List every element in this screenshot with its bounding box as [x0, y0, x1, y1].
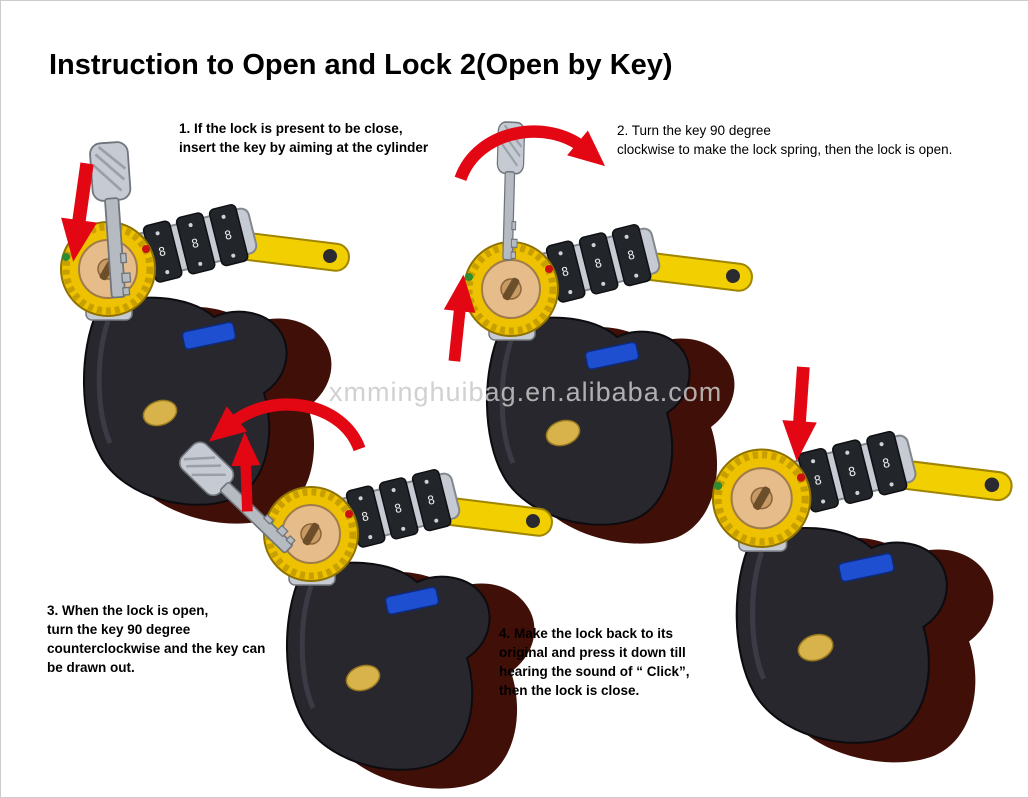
counterclockwise-arrow-icon	[208, 398, 366, 452]
step4-figure	[677, 359, 1025, 769]
clockwise-arrow-icon	[454, 125, 606, 182]
lock-illustration	[689, 407, 1021, 770]
step2-figure	[421, 131, 761, 521]
up-arrow-icon	[226, 428, 267, 513]
step-1-text: 1. If the lock is present to be close, i…	[179, 121, 429, 156]
step3-figure	[211, 398, 541, 791]
page-title: Instruction to Open and Lock 2(Open by K…	[49, 49, 673, 81]
step-4-text: 4. Make the lock back to its original an…	[499, 626, 690, 699]
watermark: xmminghuibag.en.alibaba.com	[329, 377, 723, 407]
step-2-text: 2. Turn the key 90 degree clockwise to m…	[617, 123, 953, 158]
down-arrow-icon	[776, 364, 825, 467]
step-3-text: 3. When the lock is open, turn the key 9…	[47, 603, 266, 676]
